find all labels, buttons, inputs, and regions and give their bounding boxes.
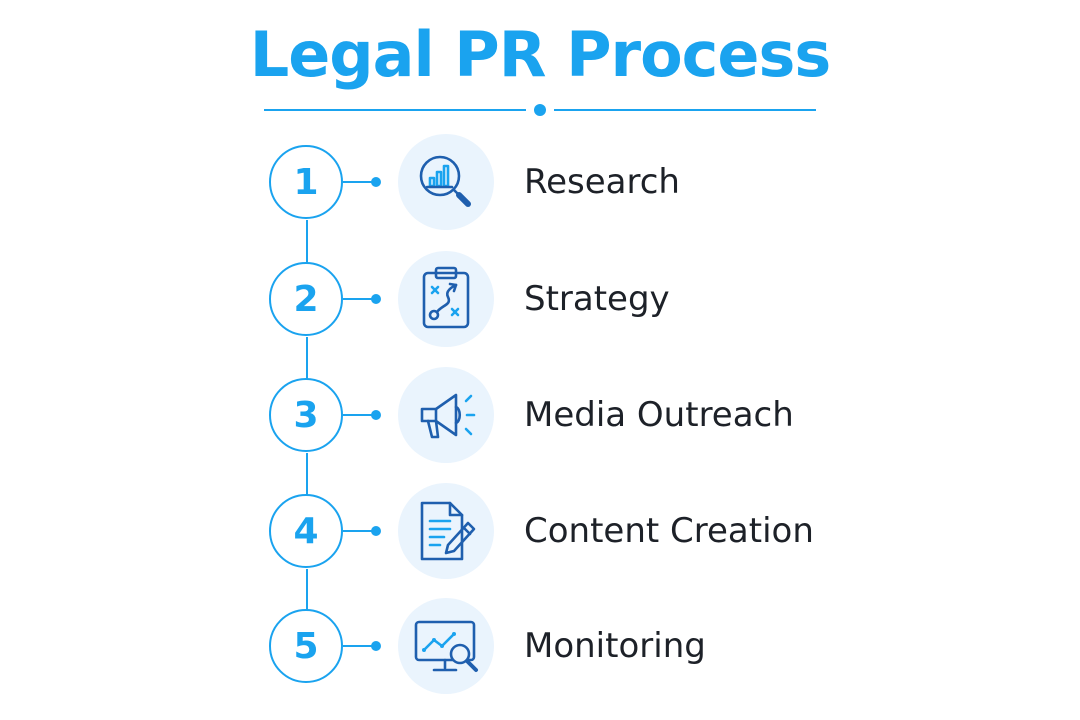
step-icon-container xyxy=(398,134,494,230)
step-number-badge: 1 xyxy=(269,145,343,219)
step-link-line xyxy=(343,181,373,183)
step-connector xyxy=(306,453,308,499)
step-link-dot xyxy=(371,410,381,420)
step-label: Research xyxy=(524,162,680,202)
step-number-badge: 4 xyxy=(269,494,343,568)
step-link-line xyxy=(343,298,373,300)
title-divider-left xyxy=(264,109,526,111)
title-divider-dot xyxy=(534,104,546,116)
monitor-analytics-icon xyxy=(414,620,478,672)
step-link-dot xyxy=(371,641,381,651)
step-label: Content Creation xyxy=(524,511,814,551)
step-link-line xyxy=(343,530,373,532)
step-number-badge: 5 xyxy=(269,609,343,683)
step-number-badge: 2 xyxy=(269,262,343,336)
step-label: Strategy xyxy=(524,279,670,319)
clipboard-strategy-icon xyxy=(422,266,470,329)
step-icon-container xyxy=(398,598,494,694)
title-divider-right xyxy=(554,109,816,111)
step-connector xyxy=(306,569,308,615)
process-step-monitoring: 5 Monitoring xyxy=(0,598,1080,694)
step-link-dot xyxy=(371,526,381,536)
step-icon-container xyxy=(398,367,494,463)
step-number-badge: 3 xyxy=(269,378,343,452)
document-pencil-icon xyxy=(420,501,476,561)
step-connector xyxy=(306,337,308,383)
step-label: Media Outreach xyxy=(524,395,794,435)
step-label: Monitoring xyxy=(524,626,706,666)
page-title: Legal PR Process xyxy=(249,18,832,91)
step-link-dot xyxy=(371,177,381,187)
megaphone-icon xyxy=(420,393,476,439)
step-icon-container xyxy=(398,483,494,579)
step-icon-container xyxy=(398,251,494,347)
step-link-line xyxy=(343,414,373,416)
step-link-line xyxy=(343,645,373,647)
step-link-dot xyxy=(371,294,381,304)
chart-magnifier-icon xyxy=(419,155,471,207)
step-connector xyxy=(306,220,308,266)
process-step-media-outreach: 3 Media Outreach xyxy=(0,367,1080,463)
process-step-research: 1 Research xyxy=(0,134,1080,230)
process-step-strategy: 2 Strategy xyxy=(0,251,1080,347)
process-step-content-creation: 4 Content Creation xyxy=(0,483,1080,579)
